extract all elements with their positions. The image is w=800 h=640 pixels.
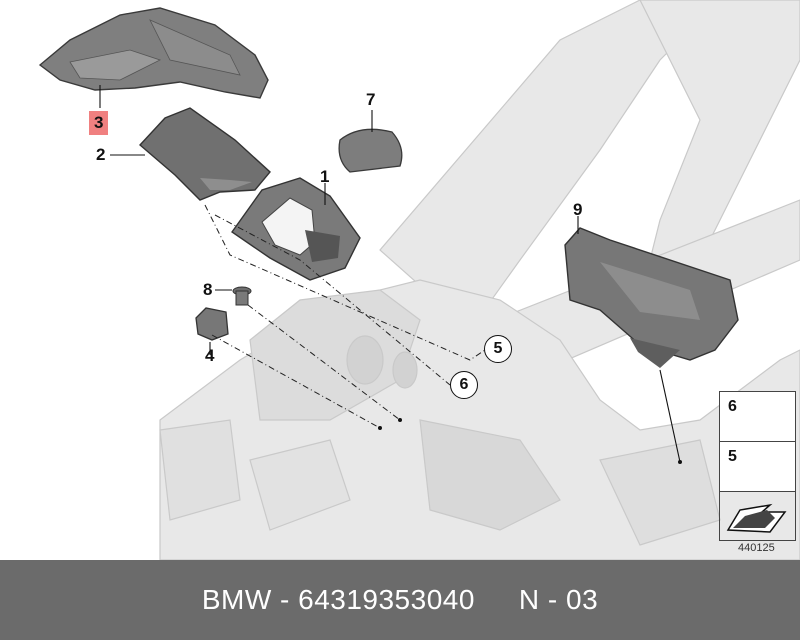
callout-7: 7 (366, 90, 376, 109)
legend-number-top: 6 (728, 398, 737, 415)
reference-circle-5: 5 (484, 335, 512, 363)
legend-cell-screw: 5 (719, 441, 796, 492)
part-8-clip (232, 286, 252, 306)
legend-number-bottom: 5 (728, 448, 737, 465)
part-number-text: BMW - 64319353040 (201, 584, 475, 615)
callout-4: 4 (205, 346, 215, 365)
callout-1: 1 (320, 167, 330, 186)
part-2-trim-panel (138, 107, 271, 201)
callout-3-highlighted: 3 (89, 111, 109, 135)
part-3-trim-panel (38, 7, 269, 99)
direction-arrow-icon (726, 503, 787, 533)
fastener-points (378, 418, 682, 464)
part-1-bracket (231, 177, 361, 281)
callout-9: 9 (573, 200, 583, 219)
car-body-structure (159, 0, 800, 560)
exploded-parts-drawing (38, 0, 800, 560)
leader-lines (99, 85, 681, 463)
part-number-footer: BMW - 64319353040 N - 03 (0, 560, 800, 640)
position-code-text: N - 03 (518, 584, 599, 615)
reference-circle-6: 6 (450, 371, 478, 399)
part-9-bracket (564, 227, 739, 368)
legend-cell-bolt: 6 (719, 391, 796, 442)
part-4-rubber-block (195, 307, 229, 341)
dashed-reference-lines (204, 204, 486, 429)
callout-8: 8 (203, 280, 213, 299)
part-7-cap (338, 128, 403, 173)
legend-cell-direction (719, 491, 796, 541)
callout-2: 2 (96, 145, 106, 164)
fastener-legend: 6 5 (719, 391, 796, 541)
diagram-reference-code: 440125 (738, 542, 775, 554)
